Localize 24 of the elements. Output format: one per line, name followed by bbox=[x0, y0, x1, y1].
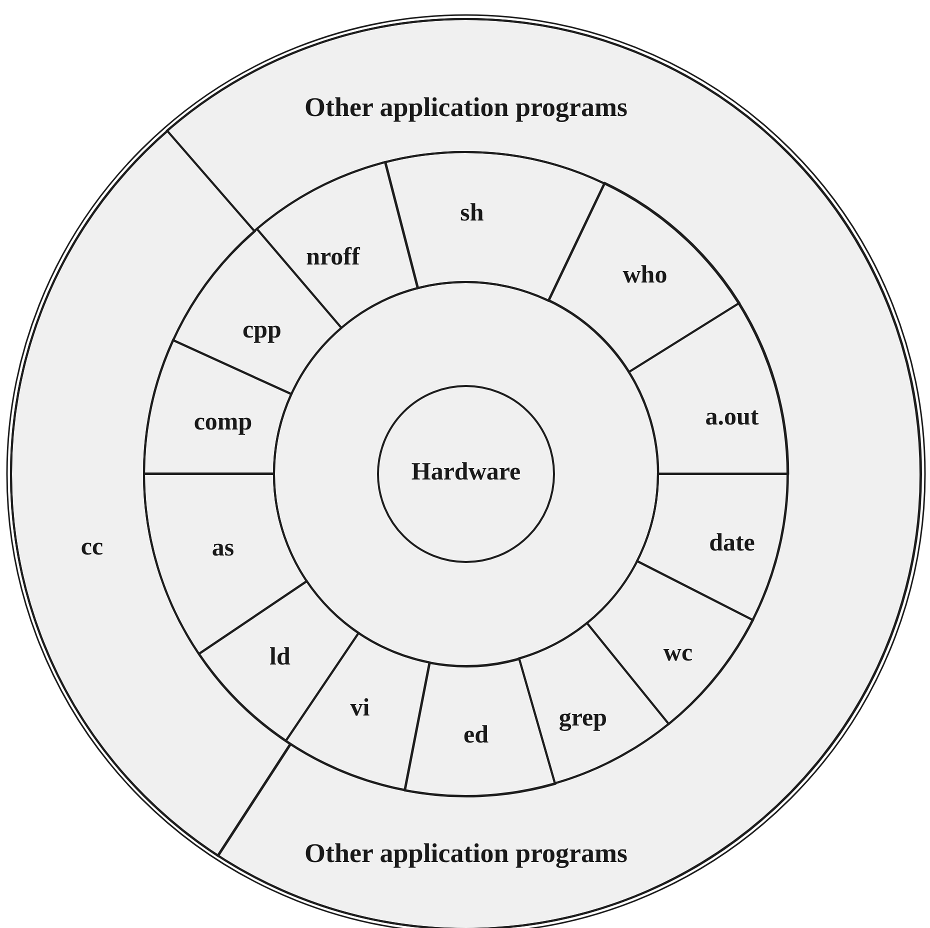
program-label: sh bbox=[460, 198, 484, 228]
core-circle bbox=[376, 384, 556, 564]
program-label: Hardware bbox=[411, 457, 521, 488]
program-label: ld bbox=[270, 642, 290, 672]
ring-segment bbox=[626, 301, 790, 476]
program-label: date bbox=[709, 528, 755, 558]
layer-label: Other application programs bbox=[304, 90, 628, 124]
program-label: comp bbox=[194, 407, 252, 438]
program-label: cpp bbox=[242, 315, 282, 346]
ring-segment bbox=[402, 656, 557, 798]
ring-segment bbox=[383, 150, 607, 303]
layer-label: Other application programs bbox=[304, 836, 628, 870]
program-label: as bbox=[212, 533, 234, 564]
program-label: nroff bbox=[306, 242, 360, 272]
program-label: a.out bbox=[705, 402, 759, 432]
program-label: ed bbox=[463, 720, 488, 750]
program-label: who bbox=[622, 260, 668, 290]
program-label: grep bbox=[558, 703, 608, 734]
ring-segment bbox=[635, 472, 790, 622]
ring-segment bbox=[9, 128, 293, 858]
program-label: vi bbox=[350, 693, 370, 724]
program-label: cc bbox=[80, 532, 104, 562]
ring-segment bbox=[165, 17, 923, 928]
program-label: wc bbox=[663, 638, 693, 668]
